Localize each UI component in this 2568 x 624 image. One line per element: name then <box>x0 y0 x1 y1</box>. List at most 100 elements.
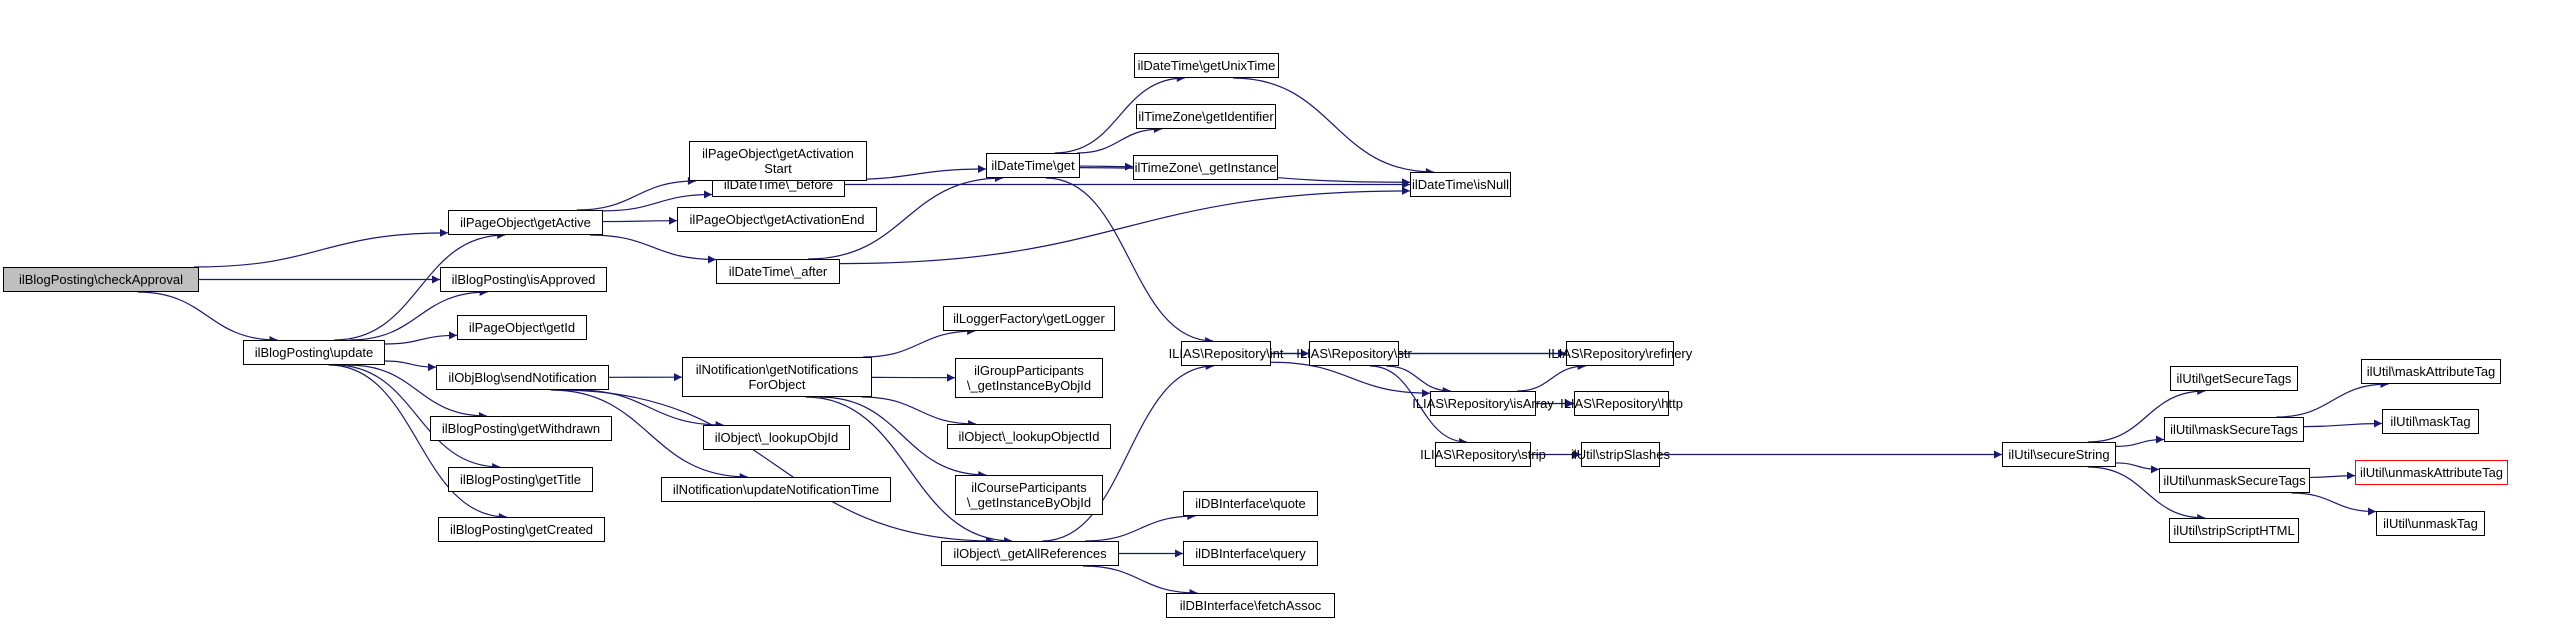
node-unmaskSecureTags[interactable]: ilUtil\unmaskSecureTags <box>2159 468 2310 493</box>
node-getCreated[interactable]: ilBlogPosting\getCreated <box>438 517 605 542</box>
node-getIdentifier[interactable]: ilTimeZone\getIdentifier <box>1136 104 1276 129</box>
edge-repoInt-repoIsArray <box>1270 361 1431 398</box>
node-lookupObjectId[interactable]: ilObject\_lookupObjectId <box>947 424 1111 449</box>
node-secureString[interactable]: ilUtil\secureString <box>2002 442 2116 467</box>
node-getWithdrawn[interactable]: ilBlogPosting\getWithdrawn <box>430 416 612 441</box>
node-repoIsArray[interactable]: ILIAS\Repository\isArray <box>1412 391 1554 416</box>
node-label: ilNotification\getNotifications ForObjec… <box>695 362 859 392</box>
node-label: ilGroupParticipants \_getInstanceByObjId <box>966 363 1092 393</box>
edge-secureString-stripScriptHTML <box>2087 466 2206 522</box>
node-label: ilDBInterface\quote <box>1195 496 1306 511</box>
node-updateNotificationTime[interactable]: ilNotification\updateNotificationTime <box>661 477 891 502</box>
node-stripScriptHTML[interactable]: ilUtil\stripScriptHTML <box>2169 518 2299 543</box>
node-getId[interactable]: ilPageObject\getId <box>457 315 587 340</box>
node-label: ilPageObject\getActivationEnd <box>689 212 865 227</box>
node-repoStrip[interactable]: ILIAS\Repository\strip <box>1420 442 1546 467</box>
node-dbQuote[interactable]: ilDBInterface\quote <box>1183 491 1318 516</box>
node-label: ilUtil\unmaskAttributeTag <box>2359 465 2504 480</box>
node-dbQuery[interactable]: ilDBInterface\query <box>1183 541 1318 566</box>
edge-getActive-getActivationStart <box>576 177 696 211</box>
edge-maskSecureTags-maskAttributeTag <box>2276 380 2389 418</box>
node-getTitle[interactable]: ilBlogPosting\getTitle <box>448 467 593 492</box>
node-dbFetchAssoc[interactable]: ilDBInterface\fetchAssoc <box>1166 593 1335 618</box>
node-maskSecureTags[interactable]: ilUtil\maskSecureTags <box>2164 417 2304 442</box>
edge-checkApproval-update <box>137 291 278 344</box>
node-courseParticipants[interactable]: ilCourseParticipants \_getInstanceByObjI… <box>955 475 1103 515</box>
edge-unmaskSecureTags-unmaskAttributeTag <box>2309 471 2356 480</box>
node-repoStr[interactable]: ILIAS\Repository\str <box>1296 341 1412 366</box>
node-label: ilObjBlog\sendNotification <box>448 370 597 385</box>
node-label: ilDBInterface\fetchAssoc <box>1179 598 1322 613</box>
node-isNull[interactable]: ilDateTime\isNull <box>1410 172 1511 197</box>
node-groupParticipants[interactable]: ilGroupParticipants \_getInstanceByObjId <box>955 358 1103 398</box>
edge-getActive-before <box>602 190 713 212</box>
node-isApproved[interactable]: ilBlogPosting\isApproved <box>440 267 607 292</box>
edge-after-isNull <box>839 186 1411 265</box>
edge-checkApproval-getActive <box>194 228 449 268</box>
node-label: ilDateTime\isNull <box>1411 177 1510 192</box>
node-label: ILIAS\Repository\int <box>1168 346 1284 361</box>
node-tzGetInstance[interactable]: ilTimeZone\_getInstance <box>1133 155 1278 180</box>
node-after[interactable]: ilDateTime\_after <box>716 259 840 284</box>
node-label: ilBlogPosting\getCreated <box>449 522 594 537</box>
edge-dtGet-getIdentifier <box>1077 125 1162 154</box>
edge-update-getWithdrawn <box>348 364 487 420</box>
node-label: ilDateTime\getUnixTime <box>1137 58 1276 73</box>
node-repoRefinery[interactable]: ILIAS\Repository\refinery <box>1548 341 1692 366</box>
node-stripSlashes[interactable]: ilUtil\stripSlashes <box>1571 442 1670 467</box>
node-label: ilUtil\unmaskSecureTags <box>2163 473 2306 488</box>
node-label: ilObject\_lookupObjId <box>714 430 839 445</box>
node-label: ilPageObject\getId <box>468 320 576 335</box>
node-repoHttp[interactable]: ILIAS\Repository\http <box>1560 391 1683 416</box>
node-label: ilBlogPosting\update <box>254 345 374 360</box>
node-label: ilNotification\updateNotificationTime <box>672 482 880 497</box>
edge-repoIsArray-repoRefinery <box>1517 362 1586 392</box>
node-getNotificationsForObject[interactable]: ilNotification\getNotifications ForObjec… <box>682 357 872 397</box>
node-maskAttributeTag[interactable]: ilUtil\maskAttributeTag <box>2361 359 2501 384</box>
node-update[interactable]: ilBlogPosting\update <box>243 340 385 365</box>
node-label: ilBlogPosting\getWithdrawn <box>441 421 601 436</box>
node-dtGet[interactable]: ilDateTime\get <box>986 153 1080 178</box>
node-label: ilTimeZone\_getInstance <box>1134 160 1277 175</box>
node-unmaskTag[interactable]: ilUtil\unmaskTag <box>2376 511 2485 536</box>
node-label: ilUtil\maskAttributeTag <box>2366 364 2496 379</box>
node-getActivationEnd[interactable]: ilPageObject\getActivationEnd <box>677 207 877 232</box>
edge-update-getId <box>384 331 458 345</box>
node-getActive[interactable]: ilPageObject\getActive <box>448 210 603 235</box>
edge-maskSecureTags-maskTag <box>2303 419 2383 428</box>
node-getAllReferences[interactable]: ilObject\_getAllReferences <box>941 541 1119 566</box>
node-label: ilUtil\secureString <box>2008 447 2110 462</box>
node-label: ILIAS\Repository\http <box>1560 396 1683 411</box>
edge-getNotificationsForObject-getAllReferences <box>805 396 1013 545</box>
edge-update-getTitle <box>334 364 501 471</box>
node-repoInt[interactable]: ILIAS\Repository\int <box>1169 341 1283 366</box>
node-getActivationStart[interactable]: ilPageObject\getActivation Start <box>689 141 867 181</box>
node-label: ilBlogPosting\getTitle <box>460 472 581 487</box>
node-label: ilCourseParticipants \_getInstanceByObjI… <box>966 480 1092 510</box>
edge-repoStr-repoIsArray <box>1386 365 1451 395</box>
node-lookupObjId[interactable]: ilObject\_lookupObjId <box>703 425 850 450</box>
edge-unmaskSecureTags-unmaskTag <box>2291 492 2377 516</box>
node-sendNotification[interactable]: ilObjBlog\sendNotification <box>436 365 609 390</box>
edge-getAllReferences-repoInt <box>1042 362 1214 542</box>
node-label: ILIAS\Repository\strip <box>1420 447 1546 462</box>
node-getLogger[interactable]: ilLoggerFactory\getLogger <box>943 306 1115 331</box>
node-label: ilObject\_lookupObjectId <box>958 429 1100 444</box>
node-getUnixTime[interactable]: ilDateTime\getUnixTime <box>1134 53 1279 78</box>
node-label: ilDateTime\get <box>991 158 1075 173</box>
node-label: ilUtil\stripSlashes <box>1571 447 1670 462</box>
node-maskTag[interactable]: ilUtil\maskTag <box>2382 409 2479 434</box>
node-getSecureTags[interactable]: ilUtil\getSecureTags <box>2170 366 2298 391</box>
edge-getNotificationsForObject-getLogger <box>863 327 976 358</box>
edge-secureString-maskSecureTags <box>2115 435 2165 447</box>
edge-sendNotification-getAllReferences <box>558 389 994 545</box>
node-unmaskAttributeTag[interactable]: ilUtil\unmaskAttributeTag <box>2355 460 2508 485</box>
node-label: ilUtil\stripScriptHTML <box>2173 523 2295 538</box>
node-label: ilUtil\getSecureTags <box>2176 371 2292 386</box>
edge-getNotificationsForObject-lookupObjectId <box>861 396 977 428</box>
node-checkApproval[interactable]: ilBlogPosting\checkApproval <box>3 267 199 292</box>
node-label: ilUtil\maskSecureTags <box>2170 422 2298 437</box>
node-label: ilPageObject\getActive <box>460 215 591 230</box>
node-label: ilTimeZone\getIdentifier <box>1138 109 1274 124</box>
